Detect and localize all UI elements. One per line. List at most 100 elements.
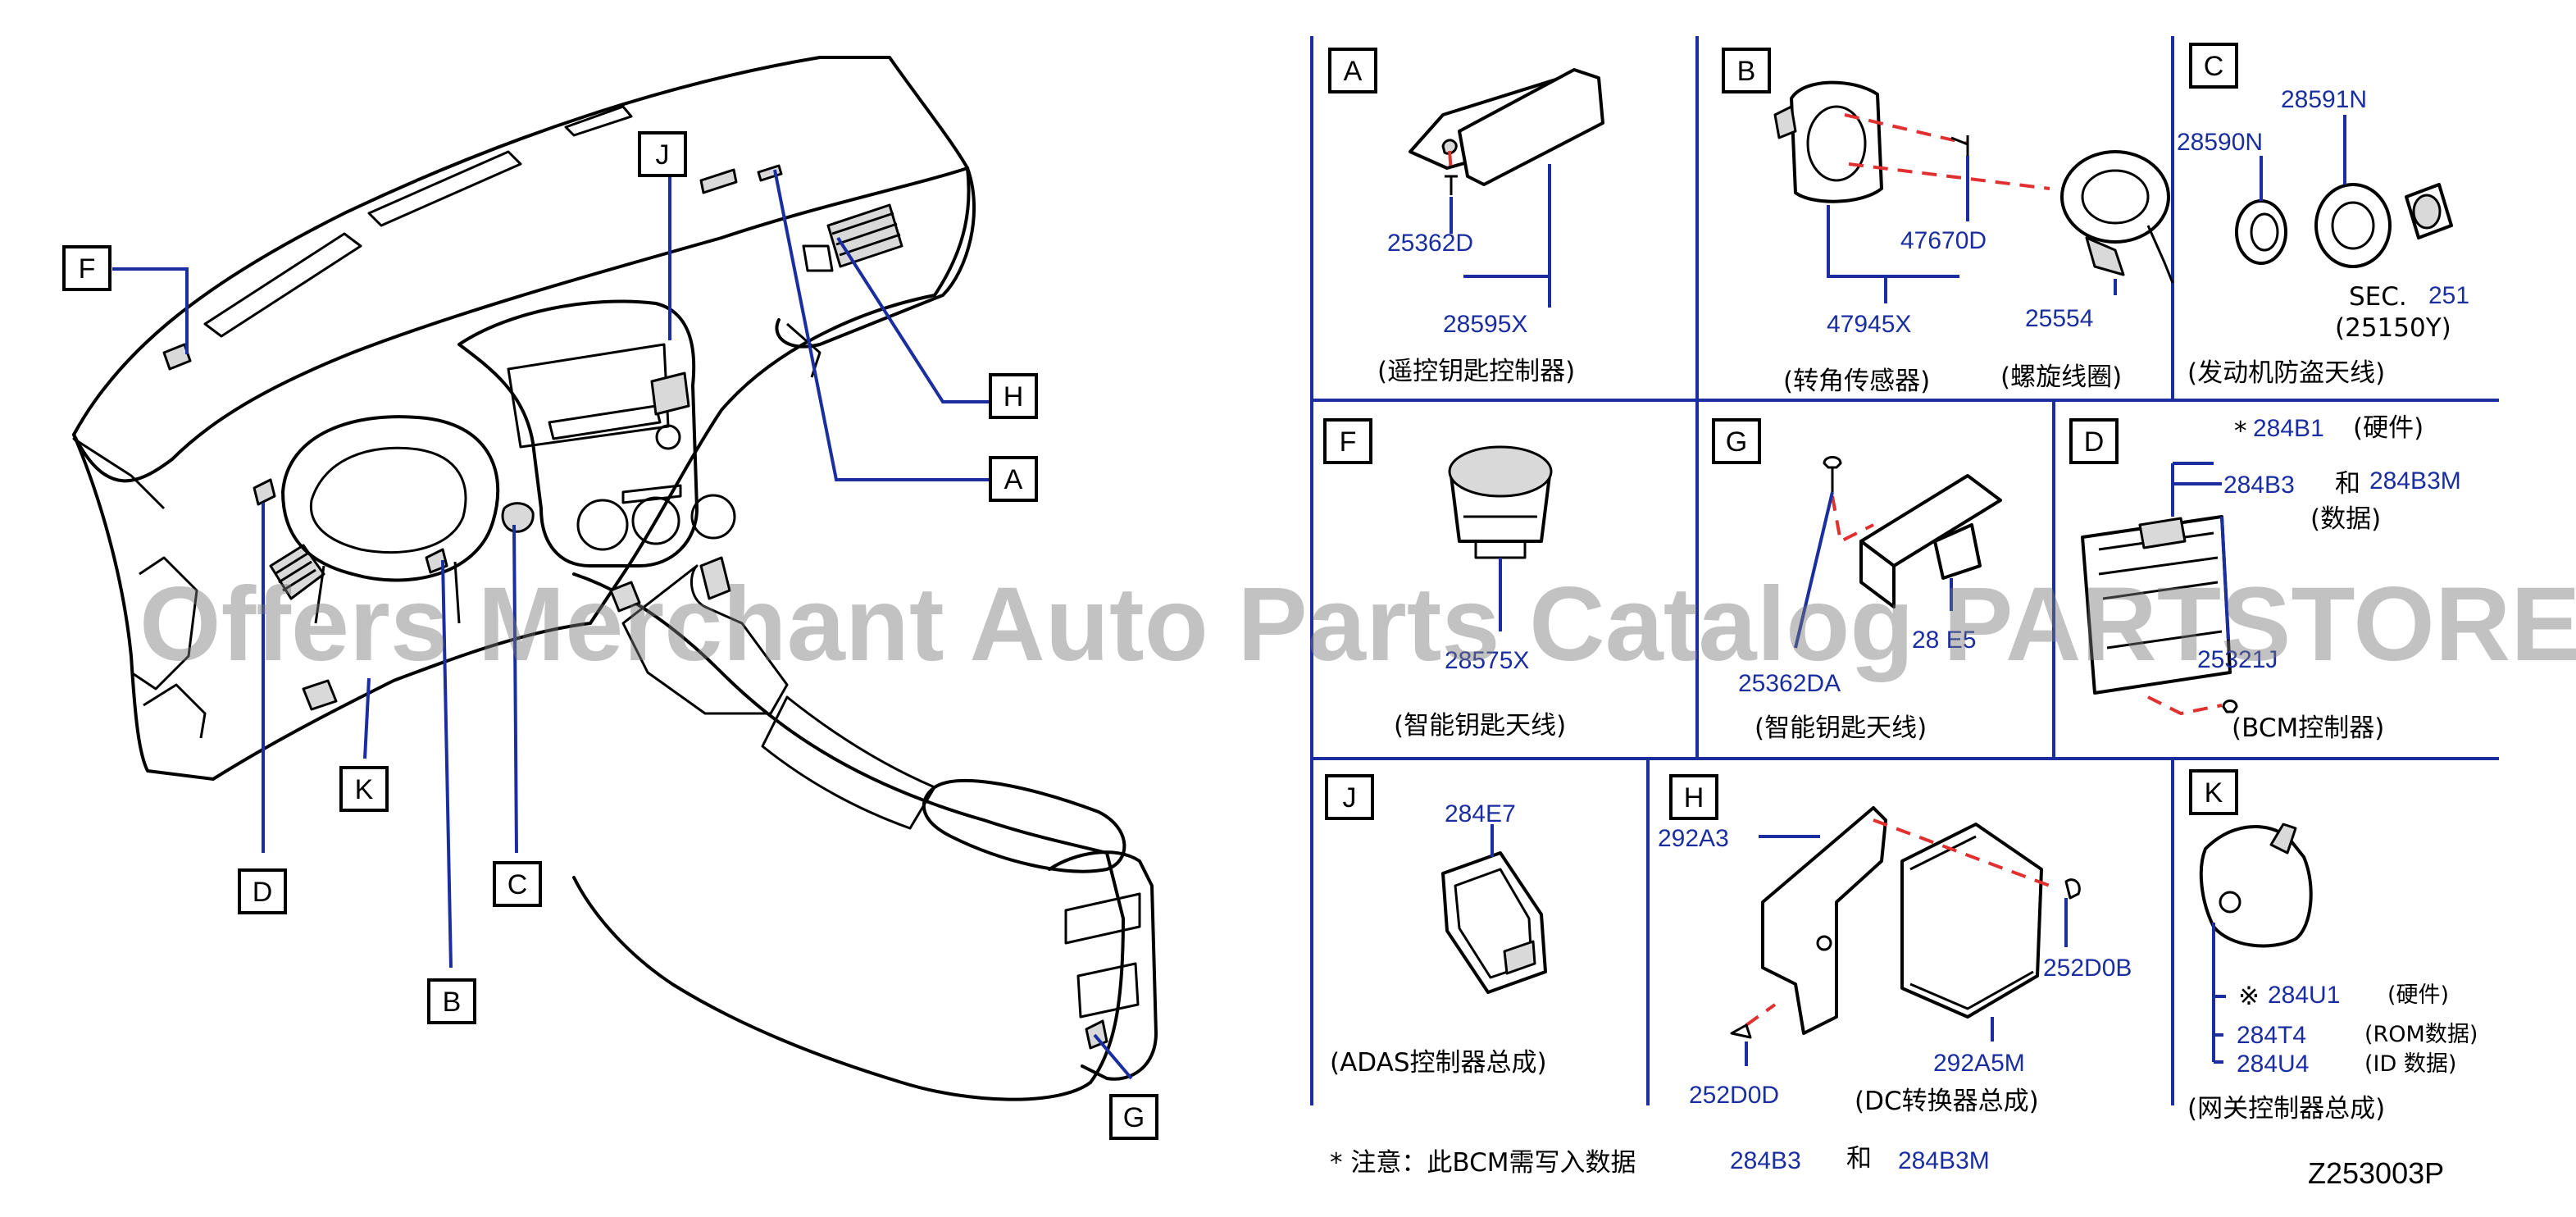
part-28590N[interactable]: 28590N (2177, 129, 2263, 156)
svg-text:K: K (355, 774, 374, 805)
footnote-text: * 注意：此BCM需写入数据 (1330, 1148, 1636, 1178)
remote-key-controller-part[interactable] (1409, 68, 1604, 186)
callout-j[interactable]: J (638, 131, 687, 177)
part-284U1[interactable]: 284U1 (2268, 982, 2340, 1009)
footnote-and: 和 (1846, 1144, 1872, 1174)
note-k-rom: (ROM数据) (2364, 1022, 2478, 1047)
immobiliser-antenna-part[interactable] (2314, 183, 2392, 268)
caption-c: (发动机防盗天线) (2187, 358, 2385, 388)
note-k-hw: (硬件) (2387, 982, 2449, 1008)
callout-a[interactable]: A (989, 456, 1038, 502)
overview-callouts: F J H A D K C B (62, 131, 1158, 1140)
footnote-part2[interactable]: 284B3M (1898, 1147, 1990, 1174)
part-292A3[interactable]: 292A3 (1658, 825, 1729, 852)
panel-dividers (1310, 36, 2499, 1105)
svg-text:H: H (1684, 782, 1704, 814)
adas-controller-part[interactable] (1441, 851, 1547, 994)
caption-g: (智能钥匙天线) (1755, 713, 1927, 743)
caption-b1: (转角传感器) (1783, 367, 1930, 396)
svg-text:G: G (1726, 426, 1747, 458)
diagram-code: Z253003P (2308, 1156, 2444, 1190)
panel-j: J 284E7 (ADAS控制器总成) (1325, 774, 1547, 1078)
callout-f[interactable]: F (62, 245, 112, 291)
panel-a: A 25362D 28595X (遥控钥匙控制器) (1328, 48, 1604, 386)
part-284B3M[interactable]: 284B3M (2369, 467, 2461, 495)
part-251[interactable]: 251 (2428, 282, 2469, 309)
spiral-cable-part[interactable] (2060, 150, 2174, 284)
bcm-controller-part[interactable] (2081, 515, 2232, 695)
svg-text:F: F (79, 253, 96, 285)
part-292A5M[interactable]: 292A5M (1933, 1050, 2025, 1077)
panel-c: C 28590N 28591N SEC. 251 (25150Y) (发动机防盗… (2177, 43, 2469, 388)
panel-k: K ※ 284U1 284T4 284U4 (硬件) (ROM数据) (ID 数… (2187, 769, 2478, 1124)
svg-text:B: B (1737, 56, 1756, 87)
star-mark: * (2234, 417, 2247, 446)
smart-key-antenna-g-part[interactable] (1859, 474, 2002, 608)
dc-converter-bracket-part[interactable] (1761, 806, 1887, 1035)
panel-g: G 25362DA 28 E5 (智能钥匙天线) (1712, 418, 2002, 743)
part-284B1[interactable]: 284B1 (2253, 415, 2324, 442)
steering-angle-sensor-part[interactable] (1773, 80, 1883, 203)
part-28591N[interactable]: 28591N (2281, 86, 2367, 113)
caption-a: (遥控钥匙控制器) (1377, 357, 1575, 386)
immobiliser-ring-part[interactable] (2235, 199, 2287, 265)
part-25362D[interactable]: 25362D (1387, 230, 1473, 257)
svg-text:A: A (1004, 464, 1023, 495)
part-25362DA[interactable]: 25362DA (1738, 670, 1841, 697)
panel-h: H 292A3 252D0B 292A5M 252D0D (DC转换器总成) (1658, 774, 2132, 1116)
callout-g[interactable]: G (1109, 1094, 1158, 1140)
svg-text:D: D (2084, 426, 2105, 458)
key-cylinder-part[interactable] (2405, 183, 2453, 239)
part-47945X[interactable]: 47945X (1827, 311, 1911, 338)
callout-b[interactable]: B (427, 978, 476, 1024)
svg-text:H: H (1004, 381, 1024, 413)
callout-k[interactable]: K (339, 766, 389, 812)
caption-k: (网关控制器总成) (2187, 1094, 2385, 1124)
watermark: Offers Merchant Auto Parts Catalog PARTS… (139, 566, 2576, 683)
sec-reference: (25150Y) (2335, 313, 2451, 343)
svg-text:J: J (656, 139, 670, 171)
dc-converter-part[interactable] (1900, 823, 2043, 1019)
part-284U4[interactable]: 284U4 (2237, 1051, 2309, 1078)
part-47670D[interactable]: 47670D (1900, 227, 1987, 254)
svg-text:K: K (2205, 777, 2223, 809)
sec-label: SEC. (2349, 282, 2407, 312)
part-284T4[interactable]: 284T4 (2237, 1022, 2306, 1049)
caption-j: (ADAS控制器总成) (1330, 1048, 1547, 1078)
note-data: (数据) (2310, 504, 2381, 534)
svg-text:B: B (443, 987, 462, 1018)
and-word: 和 (2335, 469, 2360, 499)
part-28595X[interactable]: 28595X (1443, 311, 1527, 338)
callout-c[interactable]: C (493, 861, 542, 907)
svg-text:A: A (1344, 56, 1363, 87)
note-mark: ※ (2238, 982, 2260, 1011)
part-252D0D[interactable]: 252D0D (1689, 1082, 1779, 1109)
smart-key-antenna-part[interactable] (1448, 445, 1553, 559)
part-28575X[interactable]: 28575X (1445, 647, 1529, 674)
part-284E7[interactable]: 284E7 (1445, 800, 1516, 827)
callout-d[interactable]: D (238, 868, 287, 914)
svg-text:G: G (1123, 1102, 1145, 1133)
part-252D0B[interactable]: 252D0B (2043, 955, 2132, 982)
svg-text:J: J (1343, 782, 1357, 814)
panel-f: F 28575X (智能钥匙天线) (1323, 418, 1566, 741)
callout-h[interactable]: H (989, 373, 1038, 419)
note-k-id: (ID 数据) (2364, 1051, 2456, 1077)
footnote: * 注意：此BCM需写入数据 284B3 和 284B3M (1330, 1144, 1990, 1178)
panel-b: B 47670D 47945X 25554 (转角传感器) (螺旋线圈) (1722, 48, 2174, 396)
svg-text:C: C (507, 869, 528, 900)
svg-text:C: C (2204, 51, 2224, 82)
svg-text:D: D (253, 877, 273, 908)
caption-b2: (螺旋线圈) (2000, 362, 2122, 392)
caption-d: (BCM控制器) (2232, 713, 2384, 743)
caption-f: (智能钥匙天线) (1394, 711, 1566, 741)
part-25554[interactable]: 25554 (2025, 305, 2093, 332)
footnote-part1[interactable]: 284B3 (1730, 1147, 1801, 1174)
panel-d: D * 284B1 (硬件) 284B3 和 284B3M (数据) 25321… (2069, 413, 2461, 743)
svg-text:F: F (1340, 426, 1357, 458)
gateway-controller-part[interactable] (2199, 823, 2313, 948)
part-28E5[interactable]: 28 E5 (1912, 627, 1976, 654)
part-25321J[interactable]: 25321J (2197, 646, 2278, 673)
part-284B3[interactable]: 284B3 (2223, 472, 2295, 499)
